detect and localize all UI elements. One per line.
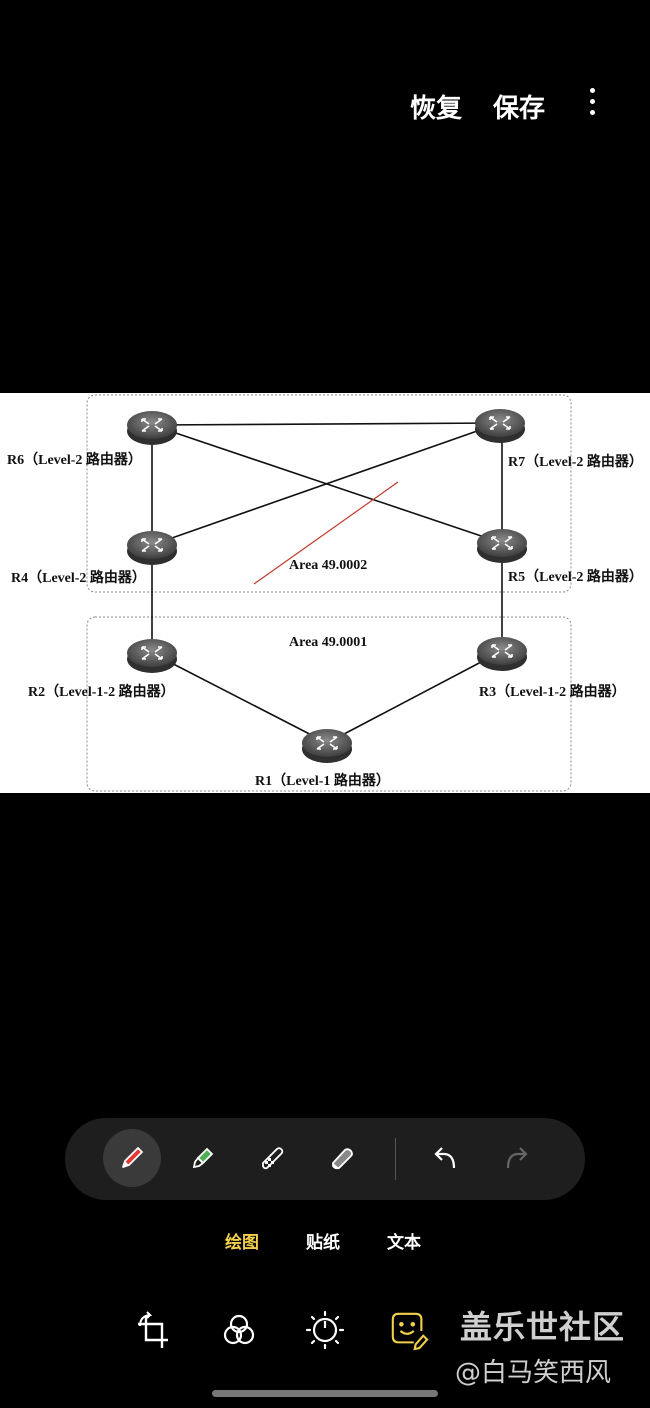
- mosaic-tool-button[interactable]: [243, 1129, 301, 1187]
- red-annotation-stroke: [253, 481, 399, 585]
- router-r6-icon: [126, 410, 178, 446]
- mosaic-icon: [262, 1147, 284, 1170]
- label-r5: R5（Level-2 路由器）: [508, 570, 643, 585]
- restore-button[interactable]: 恢复: [410, 94, 463, 124]
- tab-sticker[interactable]: 贴纸: [306, 1233, 340, 1253]
- brightness-icon[interactable]: [305, 1308, 345, 1352]
- undo-icon: [434, 1147, 456, 1169]
- area-label-upper: Area 49.0002: [289, 558, 368, 573]
- router-r7-icon: [474, 408, 526, 444]
- eraser-icon: [332, 1148, 353, 1170]
- undo-button[interactable]: [416, 1129, 474, 1187]
- crop-rotate-icon[interactable]: [133, 1308, 173, 1352]
- more-vertical-icon[interactable]: [584, 88, 600, 120]
- label-r3: R3（Level-1-2 路由器）: [479, 685, 626, 700]
- filter-icon[interactable]: [219, 1308, 259, 1352]
- area-label-lower: Area 49.0001: [289, 635, 368, 650]
- drawing-toolbar: [65, 1118, 585, 1200]
- router-r1-icon: [301, 728, 353, 764]
- router-r3-icon: [476, 636, 528, 672]
- toolbar-divider: [395, 1138, 396, 1180]
- router-r2-icon: [126, 638, 178, 674]
- label-r7: R7（Level-2 路由器）: [508, 455, 643, 470]
- links: [151, 422, 503, 744]
- pen-icon: [122, 1147, 143, 1168]
- watermark-author: @白马笑西风: [455, 1358, 612, 1388]
- label-r1: R1（Level-1 路由器）: [255, 774, 390, 789]
- sticker-draw-icon[interactable]: [389, 1308, 429, 1352]
- tab-draw[interactable]: 绘图: [225, 1233, 259, 1253]
- router-r4-icon: [126, 530, 178, 566]
- highlighter-tool-button[interactable]: [173, 1129, 231, 1187]
- label-r2: R2（Level-1-2 路由器）: [28, 685, 175, 700]
- home-indicator[interactable]: [212, 1390, 438, 1397]
- redo-button[interactable]: [488, 1129, 546, 1187]
- router-r5-icon: [476, 528, 528, 564]
- network-diagram: [86, 394, 572, 792]
- label-r4: R4（Level-2 路由器）: [11, 571, 146, 586]
- edited-image[interactable]: R6（Level-2 路由器） R7（Level-2 路由器） R4（Level…: [0, 393, 650, 793]
- redo-icon: [506, 1147, 528, 1169]
- save-button[interactable]: 保存: [493, 94, 546, 124]
- eraser-tool-button[interactable]: [313, 1129, 371, 1187]
- area-boundary-lower: [86, 616, 572, 792]
- tab-text[interactable]: 文本: [387, 1233, 421, 1253]
- pen-tool-button[interactable]: [103, 1129, 161, 1187]
- area-boundary-upper: [86, 394, 572, 593]
- label-r6: R6（Level-2 路由器）: [7, 453, 142, 468]
- watermark-community: 盖乐世社区: [460, 1308, 626, 1346]
- highlighter-icon: [192, 1147, 214, 1169]
